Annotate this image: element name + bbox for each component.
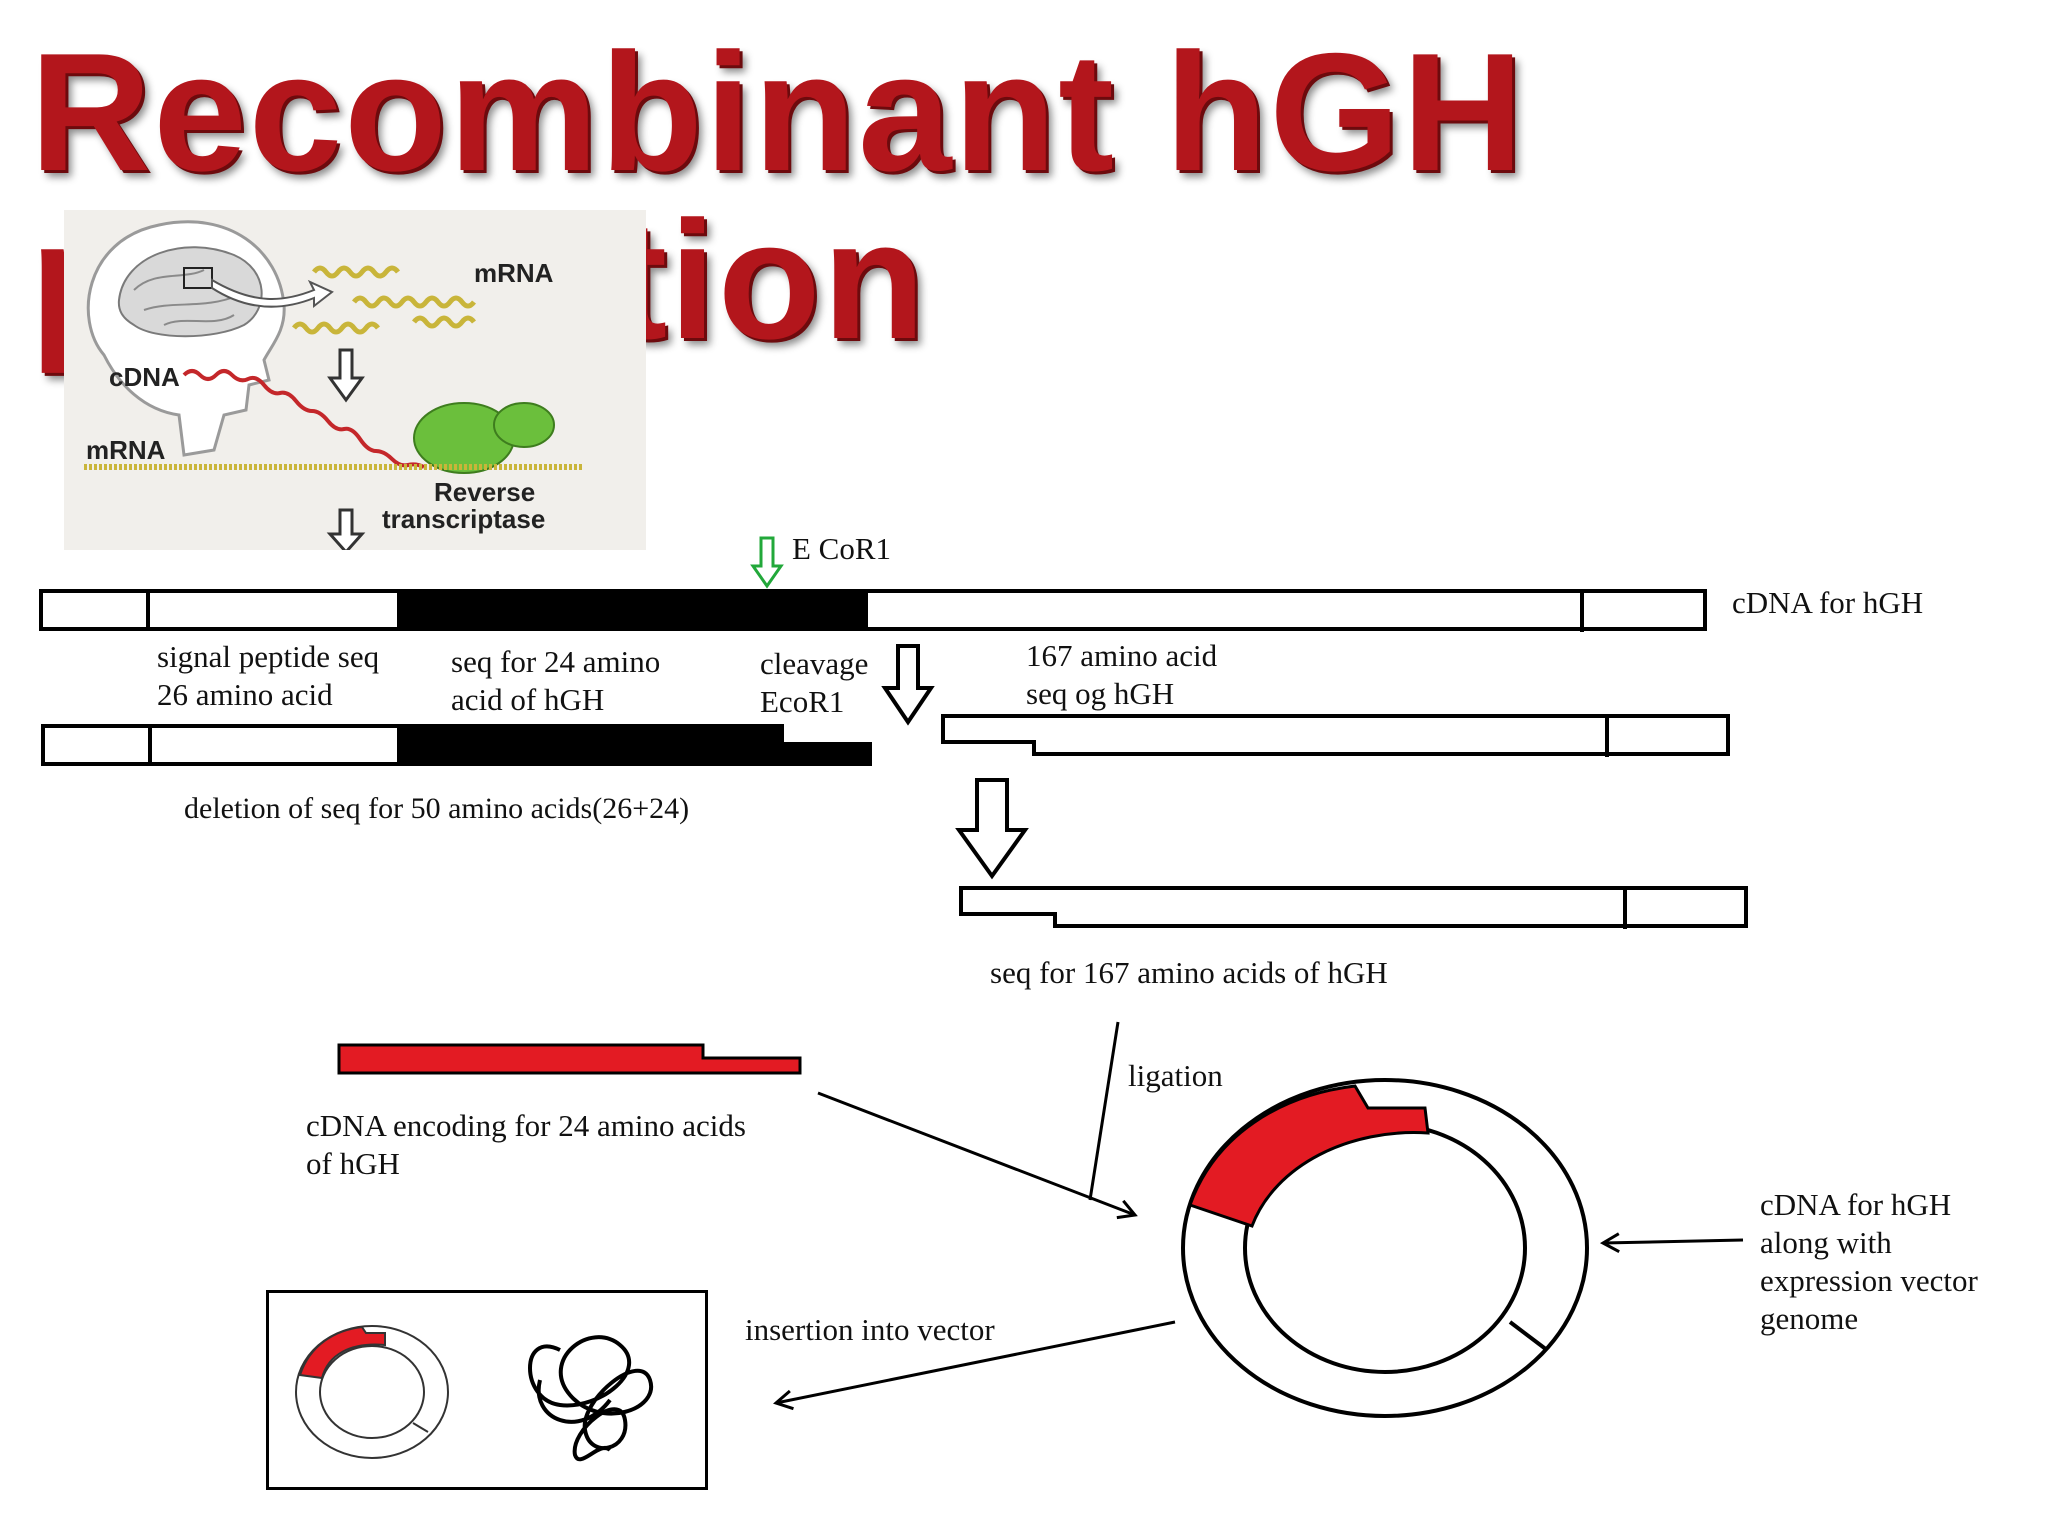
seq24-label-line2: acid of hGH xyxy=(451,682,605,717)
ligation-line xyxy=(1088,1021,1120,1201)
fragment-167-bar xyxy=(941,714,1730,756)
aa167-label-line2: seq og hGH xyxy=(1026,676,1175,711)
cdna24-label-line2: of hGH xyxy=(306,1146,400,1181)
seq24-black-segment xyxy=(397,589,868,631)
ecor1-site-label: E CoR1 xyxy=(792,531,892,566)
seq167-label: seq for 167 amino acids of hGH xyxy=(990,955,1388,990)
transformed-host-box xyxy=(266,1290,708,1490)
cleavage-label-line1: cleavage xyxy=(760,646,869,681)
vector-label-line2: along with xyxy=(1760,1225,1892,1260)
cdna24-label-line1: cDNA encoding for 24 amino acids xyxy=(306,1108,746,1143)
insertion-arrow xyxy=(773,1320,1176,1411)
vector-label-line1: cDNA for hGH xyxy=(1760,1187,1952,1222)
aa167-label-line1: 167 amino acid xyxy=(1026,638,1218,673)
seq24-label-line1: seq for 24 amino xyxy=(451,644,661,679)
ligation-arrow xyxy=(817,1091,1138,1220)
cleavage-label-line2: EcoR1 xyxy=(760,684,845,719)
cdna-strand-icon xyxy=(182,369,425,469)
mrna-label-top: mRNA xyxy=(474,258,554,288)
small-recombinant-plasmid xyxy=(295,1325,449,1459)
bacterial-chromosome-icon xyxy=(528,1335,654,1462)
cdna24-red-bar xyxy=(337,1043,802,1075)
illustration-graphic xyxy=(84,220,584,555)
mrna-label-bottom: mRNA xyxy=(86,435,166,465)
mrna-strands-icon xyxy=(292,265,476,335)
cdna-label: cDNA xyxy=(109,362,180,392)
down-arrow-icon-2 xyxy=(326,508,366,555)
ligation-label: ligation xyxy=(1128,1058,1223,1093)
full-cdna-bar xyxy=(39,589,1707,632)
seq167-bar xyxy=(959,886,1748,928)
down-arrow-icon xyxy=(327,348,365,403)
insertion-label: insertion into vector xyxy=(745,1312,995,1347)
enzyme-label-line1: Reverse xyxy=(434,477,536,507)
signal-peptide-label-line2: 26 amino acid xyxy=(157,677,333,712)
vector-label-line3: expression vector xyxy=(1760,1263,1978,1298)
processing-down-arrow-icon xyxy=(955,778,1029,880)
reverse-transcriptase-icon xyxy=(413,402,555,474)
cleavage-down-arrow-icon xyxy=(881,644,935,726)
vector-label-line4: genome xyxy=(1760,1301,1859,1336)
cdna-hgh-label: cDNA for hGH xyxy=(1732,585,1924,620)
brain-icon xyxy=(117,246,263,338)
ecor1-marker-icon xyxy=(750,536,784,589)
reverse-transcription-illustration: mRNA cDNA mRNA Reverse transcriptase xyxy=(64,210,646,555)
hgh-insert-red-arc xyxy=(1188,1084,1430,1228)
expression-vector-ring xyxy=(1181,1078,1589,1418)
pituitary-marker-icon xyxy=(183,267,213,289)
signal-peptide-label-line1: signal peptide seq xyxy=(157,639,380,674)
extraction-arrow-icon xyxy=(211,278,334,309)
deleted-fragment-bar xyxy=(41,724,872,766)
enzyme-label-line2: transcriptase xyxy=(382,504,546,534)
vector-label-arrow xyxy=(1599,1232,1744,1253)
deletion-label: deletion of seq for 50 amino acids(26+24… xyxy=(184,792,690,825)
